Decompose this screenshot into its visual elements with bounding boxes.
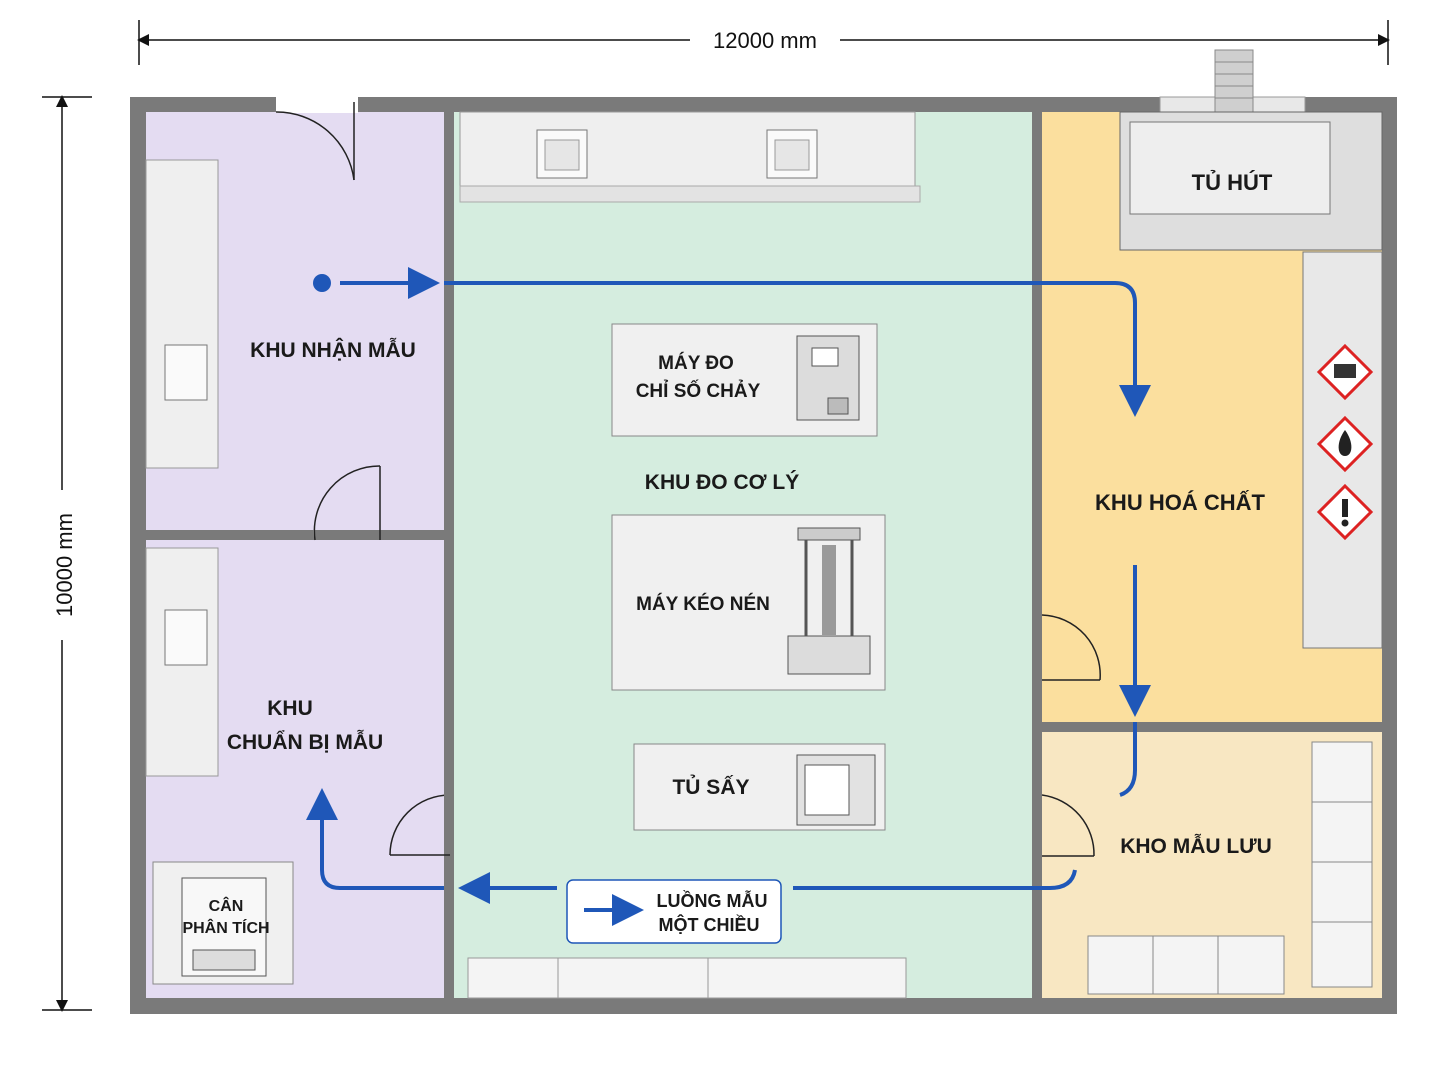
- melt-flow-label-line2: CHỈ SỐ CHẢY: [636, 380, 761, 402]
- bottom-cabinets: [467, 957, 907, 999]
- melt-flow-machine-icon: [796, 335, 860, 421]
- sink-icon: [164, 609, 208, 666]
- reception-label: KHU NHẬN MẪU: [250, 338, 416, 362]
- storage-shelves: [1087, 741, 1373, 995]
- sink-counter-top: [459, 111, 921, 203]
- reception-counter: [145, 159, 219, 469]
- fume-hood-label: TỦ HÚT: [1192, 170, 1273, 195]
- preparation-counter: [145, 547, 219, 777]
- vent-stack-icon: [1214, 49, 1254, 113]
- door-swings: [275, 102, 1101, 857]
- preparation-label-line1: KHU: [267, 697, 313, 720]
- door-gap-top: [276, 97, 358, 113]
- width-dimension: 12000 mm: [137, 20, 1390, 65]
- flow-start-dot: [313, 274, 331, 292]
- chemical-label: KHU HOÁ CHẤT: [1095, 490, 1265, 515]
- flow-legend: [566, 879, 782, 944]
- oven-label: TỦ SẤY: [672, 775, 749, 799]
- tensile-label: MÁY KÉO NÉN: [636, 593, 770, 615]
- balance-icon: [181, 877, 267, 977]
- sample-flow-path: [306, 267, 1151, 904]
- exclamation-icon: [1316, 483, 1374, 541]
- preparation-label-line2: CHUẨN BỊ MẪU: [227, 731, 383, 754]
- legend-label-line1: LUỒNG MẪU: [657, 890, 768, 911]
- interior-walls: [146, 112, 1382, 998]
- height-label: 10000 mm: [52, 513, 77, 617]
- sink-icon: [164, 344, 208, 401]
- storage-label: KHO MẪU LƯU: [1120, 835, 1272, 858]
- corrosive-icon: [1316, 343, 1374, 401]
- legend-label-line2: MỘT CHIỀU: [659, 914, 760, 935]
- mechanical-label: KHU ĐO CƠ LÝ: [645, 470, 799, 494]
- tensile-machine-icon: [787, 527, 871, 675]
- flammable-icon: [1316, 415, 1374, 473]
- melt-flow-label-line1: MÁY ĐO: [658, 352, 734, 374]
- balance-label-line1: CÂN: [209, 896, 244, 915]
- width-label: 12000 mm: [713, 28, 817, 53]
- height-dimension: 10000 mm: [42, 95, 92, 1012]
- balance-label-line2: PHÂN TÍCH: [182, 918, 269, 937]
- oven-icon: [796, 754, 876, 826]
